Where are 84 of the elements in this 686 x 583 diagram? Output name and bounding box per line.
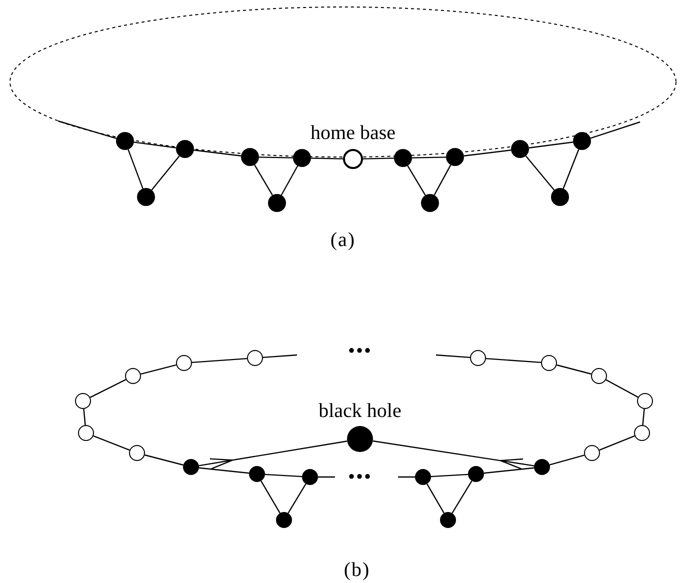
connector-line [412,156,446,158]
hollow-node [470,350,486,366]
filled-node [551,188,569,206]
connector-line [90,379,126,398]
hollow-node [584,445,600,461]
connector-line [464,150,512,156]
hollow-node [75,393,91,409]
connector-line [140,364,176,375]
connector-line [426,484,444,514]
hollow-node [176,355,192,371]
hollow-node [247,350,263,366]
connector-line [484,467,534,474]
arrow [372,440,534,470]
connector-line [486,358,542,364]
filled-node [511,140,529,158]
connector-line [407,165,426,196]
filled-node [468,466,484,482]
connector-line [134,142,176,148]
hollow-node [634,425,650,441]
connector-line [452,480,472,514]
node-caption: home base [310,122,396,144]
connector-line [642,408,645,426]
filled-node [137,188,155,206]
label-text: (b) [344,559,370,581]
hollow-node [125,368,141,384]
filled-node [268,194,286,212]
filled-node [302,469,318,485]
connector-line [260,480,280,514]
connector-line [590,121,640,139]
connector-line [550,454,584,466]
connector-line [254,164,273,196]
filled-node [183,459,199,475]
filled-node [293,149,311,167]
connector-line [144,454,184,466]
connector-line [194,150,242,156]
connector-line [606,379,638,398]
label-text: ••• [348,466,372,488]
connector-line [128,149,144,189]
connector-line [192,358,248,364]
filled-node [176,140,194,158]
connector-line [262,354,298,358]
filled-node [534,459,550,475]
connector-line [58,120,117,139]
connector-line [258,156,294,158]
arrow [198,440,348,470]
connector-line [93,435,130,451]
connector-line [430,474,468,478]
hollow-node [541,355,557,371]
filled-node [573,132,591,150]
connector-line [398,476,415,478]
filled-node [440,512,456,528]
filled-node [421,194,439,212]
filled-node [276,512,292,528]
label-text: (a) [330,229,356,251]
hollow-node [637,393,653,409]
filled-node [241,148,259,166]
connector-line [288,484,306,514]
connector-line [198,467,250,474]
connector-line [556,364,592,375]
connector-line [525,156,555,190]
connector-line [434,164,452,196]
connector-line [436,354,470,358]
hollow-node [78,425,94,441]
filled-node [347,426,373,452]
connector-line [599,435,635,451]
hollow-node [591,368,607,384]
connector-line [83,408,86,426]
connector-line [318,476,335,478]
hollow-node [343,149,363,169]
connector-line [362,158,394,160]
hollow-node [129,445,145,461]
connector-line [280,166,298,196]
connector-line [310,158,344,160]
filled-node [446,148,464,166]
label-text: ••• [348,340,372,362]
connector-line [151,156,180,190]
filled-node [415,469,431,485]
filled-node [249,466,265,482]
filled-node [394,149,412,167]
connector-line [562,149,580,189]
connector-line [528,142,574,148]
node-caption: black hole [318,400,402,422]
connector-line [264,474,302,478]
filled-node [116,132,134,150]
